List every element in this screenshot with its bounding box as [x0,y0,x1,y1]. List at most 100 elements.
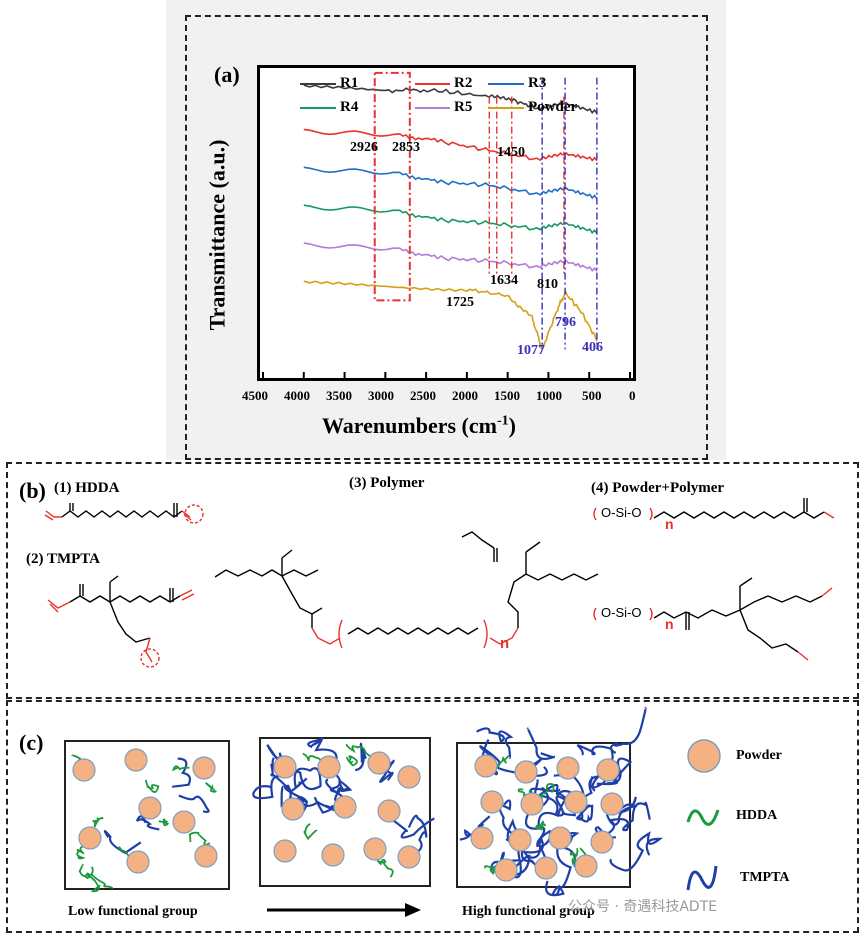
peak-label-810: 810 [537,277,558,292]
highlight-region-box [373,71,411,302]
si-group-bottom: O-Si-O [601,605,642,620]
powder-particle [508,828,532,852]
legend-label-r5: R5 [454,99,473,115]
powder-particle [474,754,498,778]
hdda-chain [345,743,373,761]
ftir-chart [262,71,631,378]
peak-label-2926: 2926 [350,140,378,155]
tmpta-chain [476,727,514,759]
powder-key-icon [687,739,721,773]
hdda-chain [494,755,510,768]
powder-particle [194,844,218,868]
powder-particle [397,765,421,789]
polymer-structure [214,531,599,649]
hdda-chain [188,831,211,846]
tmpta-chain [525,825,546,854]
powder-particle [363,837,387,861]
x-axis-label-end: ) [508,413,516,438]
x-tick: 4000 [284,388,310,403]
panel-c-border [6,700,859,933]
peak-label-1725: 1725 [446,295,474,310]
tmpta-chain [459,815,491,841]
powder-particle [556,756,580,780]
tmpta-chain [392,817,435,839]
si-group-top: O-Si-O [601,505,642,520]
x-tick: 1000 [536,388,562,403]
hdda-chain [376,858,394,878]
panel-b-border [6,462,859,699]
peak-label-796: 796 [555,315,576,330]
legend-label-r2: R2 [454,75,473,91]
powder-particle [600,792,624,816]
legend-powder-label: Powder [736,748,782,763]
legend-key-icons [686,739,721,891]
legend-label-r3: R3 [528,75,547,91]
hdda-chain [78,863,92,879]
powder-particle [596,758,620,782]
tmpta-chain [178,794,210,814]
legend-label-powder: Powder [528,99,578,115]
panel-a-label: (a) [214,62,240,87]
tmpta-chain [596,757,633,786]
legend-tmpta-label: TMPTA [740,870,790,885]
x-tick: 4500 [242,388,268,403]
tmpta-chain [609,801,651,832]
hdda-chain [303,823,318,841]
legend-hdda-label: HDDA [736,808,778,823]
x-tick: 0 [629,388,636,403]
tmpta-chain [103,829,142,855]
powder-particle [574,854,598,878]
series-line-r1 [303,84,598,115]
hdda-chain [158,818,170,827]
powder-particle [333,795,357,819]
si-n-bottom: n [665,616,674,632]
powder-particle [126,850,150,874]
hdda-chain [92,817,104,828]
hdda-key-icon [686,809,720,826]
polymer-n: n [500,635,510,652]
tmpta-chain [354,742,367,772]
powder-particle [470,826,494,850]
powder-particle [367,751,391,775]
x-tick: 1500 [494,388,520,403]
hdda-chain [90,866,114,889]
legend-swatches [300,83,524,109]
tmpta-chain [609,707,647,754]
x-axis-label: Warenumbers (cm-1) [322,413,516,439]
peak-label-1634: 1634 [490,273,518,288]
powder-particle [514,760,538,784]
hdda-chain [205,782,217,794]
panel-c-label: (c) [19,730,44,755]
hdda-chain [86,875,101,893]
powder-particle [273,839,297,863]
powder-polymer-structure [593,498,835,661]
hdda-chain [76,845,86,860]
caption-high-functional: High functional group [462,904,595,919]
progression-arrow-icon [267,903,421,917]
tmpta-chain [609,831,663,872]
peak-label-2853: 2853 [392,140,420,155]
powder-particle [548,826,572,850]
panel-b-label: (b) [19,478,46,503]
powder-particle [564,790,588,814]
tmpta-chain [307,737,338,763]
tmpta-structure [47,575,195,668]
caption-low-functional: Low functional group [68,904,198,919]
powder-particle [590,830,614,854]
panel-a-border [185,15,708,460]
polymer-title: (3) Polymer [349,475,425,491]
tmpta-chain [545,848,572,897]
hdda-chain [144,779,160,793]
hdda-chain [535,820,547,831]
powder-particle [520,792,544,816]
powder-particle [172,810,196,834]
watermark-text: 公众号 · 奇遇科技ADTE [568,899,718,915]
powder-particle [534,856,558,880]
series-line-r2 [303,128,598,162]
x-tick: 2500 [410,388,436,403]
x-tick: 3500 [326,388,352,403]
tmpta-title: (2) TMPTA [26,551,101,567]
tmpta-chain [171,757,192,788]
peak-label-1077: 1077 [517,343,545,358]
x-tick: 3000 [368,388,394,403]
